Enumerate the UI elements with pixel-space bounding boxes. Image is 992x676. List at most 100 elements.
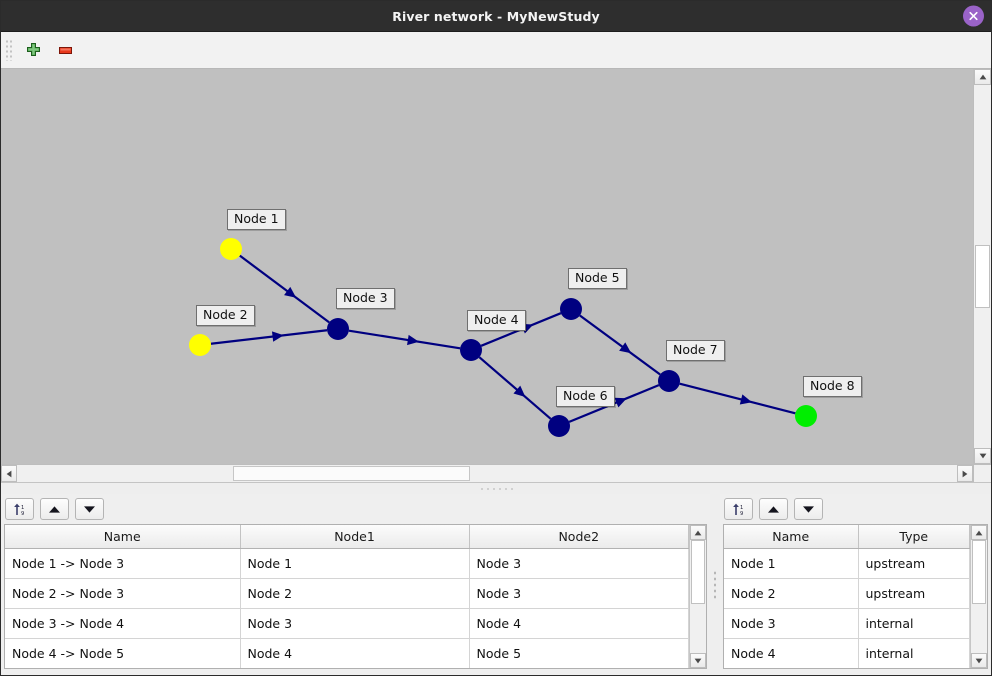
branch-column-header[interactable]: Name bbox=[5, 525, 241, 549]
graph-node-label[interactable]: Node 3 bbox=[336, 288, 395, 309]
branch-cell[interactable]: Node 3 bbox=[240, 608, 470, 639]
node-column-header[interactable]: Type bbox=[858, 525, 970, 549]
main-toolbar bbox=[1, 32, 991, 69]
branch-column-header[interactable]: Node1 bbox=[240, 525, 470, 549]
remove-node-button[interactable] bbox=[52, 37, 78, 63]
branch-scroll-down-button[interactable] bbox=[690, 653, 706, 668]
node-cell[interactable]: Node 4 bbox=[724, 638, 859, 668]
branch-cell[interactable]: Node 4 -> Node 5 bbox=[5, 638, 241, 668]
branch-cell[interactable]: Node 4 bbox=[469, 608, 689, 639]
graph-node-label[interactable]: Node 7 bbox=[666, 340, 725, 361]
node-vscroll-thumb[interactable] bbox=[972, 540, 986, 605]
graph-node[interactable] bbox=[658, 370, 680, 392]
node-cell[interactable]: upstream bbox=[858, 548, 970, 579]
node-move-down-button[interactable] bbox=[794, 498, 823, 520]
svg-text:9: 9 bbox=[740, 511, 743, 517]
branch-cell[interactable]: Node 5 bbox=[469, 638, 689, 668]
graph-node-label[interactable]: Node 1 bbox=[227, 209, 286, 230]
node-cell[interactable]: upstream bbox=[858, 578, 970, 609]
graph-node-label[interactable]: Node 6 bbox=[556, 386, 615, 407]
branch-cell[interactable]: Node 1 bbox=[240, 548, 470, 579]
branch-cell[interactable]: Node 1 -> Node 3 bbox=[5, 548, 241, 579]
node-move-up-button[interactable] bbox=[759, 498, 788, 520]
node-cell[interactable]: Node 3 bbox=[724, 608, 859, 639]
graph-node[interactable] bbox=[460, 339, 482, 361]
node-scroll-down-button[interactable] bbox=[971, 653, 987, 668]
node-cell[interactable]: Node 1 bbox=[724, 548, 859, 579]
graph-node[interactable] bbox=[560, 298, 582, 320]
branch-cell[interactable]: Node 2 bbox=[240, 578, 470, 609]
canvas-hscroll-thumb[interactable] bbox=[233, 466, 471, 481]
branch-cell[interactable]: Node 3 -> Node 4 bbox=[5, 608, 241, 639]
add-node-button[interactable] bbox=[20, 37, 46, 63]
node-vscroll-track[interactable] bbox=[971, 540, 987, 653]
chevron-left-icon bbox=[6, 470, 12, 477]
graph-node[interactable] bbox=[327, 318, 349, 340]
graph-node-label[interactable]: Node 5 bbox=[568, 268, 627, 289]
canvas-vscroll-track[interactable] bbox=[974, 85, 991, 448]
scroll-up-button[interactable] bbox=[974, 69, 991, 85]
graph-edge[interactable] bbox=[210, 329, 328, 345]
close-button[interactable] bbox=[963, 5, 984, 27]
branch-cell[interactable]: Node 4 bbox=[240, 638, 470, 668]
horizontal-splitter[interactable] bbox=[1, 482, 991, 494]
canvas-vertical-scrollbar[interactable] bbox=[973, 69, 991, 464]
node-scroll-up-button[interactable] bbox=[971, 525, 987, 540]
scroll-down-button[interactable] bbox=[974, 448, 991, 464]
graph-edge[interactable] bbox=[348, 329, 461, 350]
graph-edge[interactable] bbox=[579, 314, 661, 376]
graph-node-label[interactable]: Node 8 bbox=[803, 376, 862, 397]
graph-edge[interactable] bbox=[239, 254, 330, 324]
branch-sort-button[interactable]: 1 9 bbox=[5, 498, 34, 520]
branch-cell[interactable]: Node 3 bbox=[469, 548, 689, 579]
canvas-vscroll-thumb[interactable] bbox=[975, 244, 990, 309]
node-cell[interactable]: Node 2 bbox=[724, 578, 859, 609]
scroll-left-button[interactable] bbox=[1, 465, 17, 482]
graph-edge-arrowhead bbox=[271, 331, 284, 342]
toolbar-drag-handle[interactable] bbox=[5, 39, 13, 61]
branch-table-vertical-scrollbar[interactable] bbox=[689, 525, 706, 668]
node-sort-button[interactable]: 1 9 bbox=[724, 498, 753, 520]
canvas-hscroll-track[interactable] bbox=[17, 465, 957, 482]
node-column-header[interactable]: Name bbox=[724, 525, 859, 549]
graph-node[interactable] bbox=[220, 238, 242, 260]
node-cell[interactable]: internal bbox=[858, 608, 970, 639]
node-cell[interactable]: internal bbox=[858, 638, 970, 668]
canvas-horizontal-scrollbar[interactable] bbox=[1, 465, 973, 482]
graph-node[interactable] bbox=[189, 334, 211, 356]
branch-move-down-button[interactable] bbox=[75, 498, 104, 520]
scroll-right-button[interactable] bbox=[957, 465, 973, 482]
graph-node-label[interactable]: Node 4 bbox=[467, 310, 526, 331]
node-table-vertical-scrollbar[interactable] bbox=[970, 525, 987, 668]
graph-edge[interactable] bbox=[478, 356, 552, 420]
branch-scroll-up-button[interactable] bbox=[690, 525, 706, 540]
node-toolbar: 1 9 bbox=[720, 494, 991, 524]
branch-cell[interactable]: Node 2 -> Node 3 bbox=[5, 578, 241, 609]
branch-cell[interactable]: Node 3 bbox=[469, 578, 689, 609]
branch-column-header[interactable]: Node2 bbox=[469, 525, 689, 549]
river-network-graph[interactable]: Node 1 Node 2 Node 3 Node 4 Node 5 Node 6 Node… bbox=[1, 69, 973, 464]
vertical-splitter[interactable] bbox=[710, 494, 720, 675]
graph-node-label[interactable]: Node 2 bbox=[196, 305, 255, 326]
graph-node[interactable] bbox=[548, 415, 570, 437]
graph-edge[interactable] bbox=[679, 382, 796, 415]
graph-node[interactable] bbox=[795, 405, 817, 427]
branch-move-up-button[interactable] bbox=[40, 498, 69, 520]
branch-vscroll-thumb[interactable] bbox=[691, 540, 705, 605]
branch-vscroll-track[interactable] bbox=[690, 540, 706, 653]
